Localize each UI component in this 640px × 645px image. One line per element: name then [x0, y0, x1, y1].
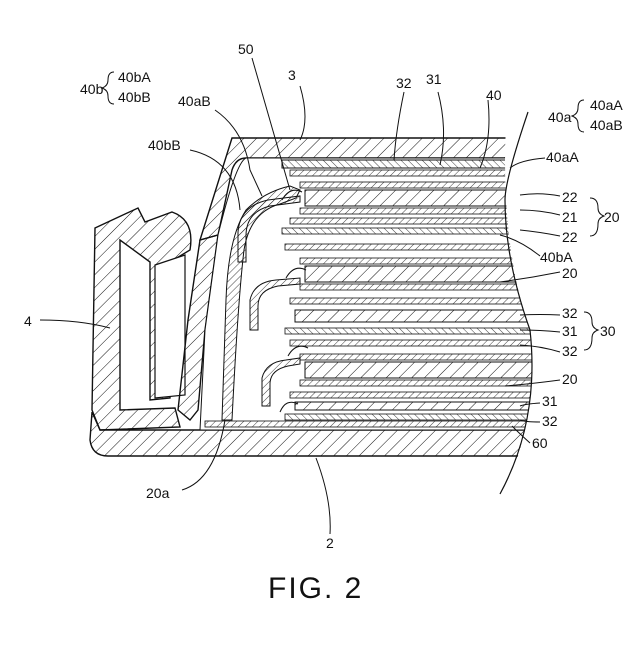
- label-40aA: 40aA: [546, 149, 579, 165]
- label-50: 50: [238, 41, 254, 57]
- label-40a: 40a: [548, 109, 572, 125]
- label-21: 21: [562, 209, 578, 225]
- label-20-group: 20: [604, 209, 620, 225]
- label-60: 60: [532, 435, 548, 451]
- label-32-c: 32: [542, 413, 558, 429]
- label-20a: 20a: [146, 485, 170, 501]
- label-40bA: 40bA: [540, 249, 573, 265]
- label-22-lower: 22: [562, 229, 578, 245]
- label-40aB-legend: 40aB: [590, 117, 623, 133]
- label-32-top: 32: [396, 75, 412, 91]
- label-20-middle: 20: [562, 265, 578, 281]
- label-40bA-legend: 40bA: [118, 69, 151, 85]
- label-40aA-legend: 40aA: [590, 97, 623, 113]
- label-31-top: 31: [426, 71, 442, 87]
- label-4: 4: [24, 313, 32, 329]
- label-22-upper: 22: [562, 189, 578, 205]
- part-4-holder: [92, 208, 191, 430]
- label-31-a: 31: [562, 323, 578, 339]
- label-31-b: 31: [542, 393, 558, 409]
- label-3: 3: [288, 67, 296, 83]
- label-40bB: 40bB: [148, 137, 181, 153]
- label-30-group: 30: [600, 323, 616, 339]
- label-40: 40: [486, 87, 502, 103]
- label-2: 2: [326, 535, 334, 551]
- figure-caption: FIG. 2: [268, 572, 363, 605]
- label-40aB: 40aB: [178, 93, 211, 109]
- label-40bB-legend: 40bB: [118, 89, 151, 105]
- label-20-lower: 20: [562, 371, 578, 387]
- label-32-a: 32: [562, 305, 578, 321]
- label-32-b: 32: [562, 343, 578, 359]
- label-40b: 40b: [80, 81, 104, 97]
